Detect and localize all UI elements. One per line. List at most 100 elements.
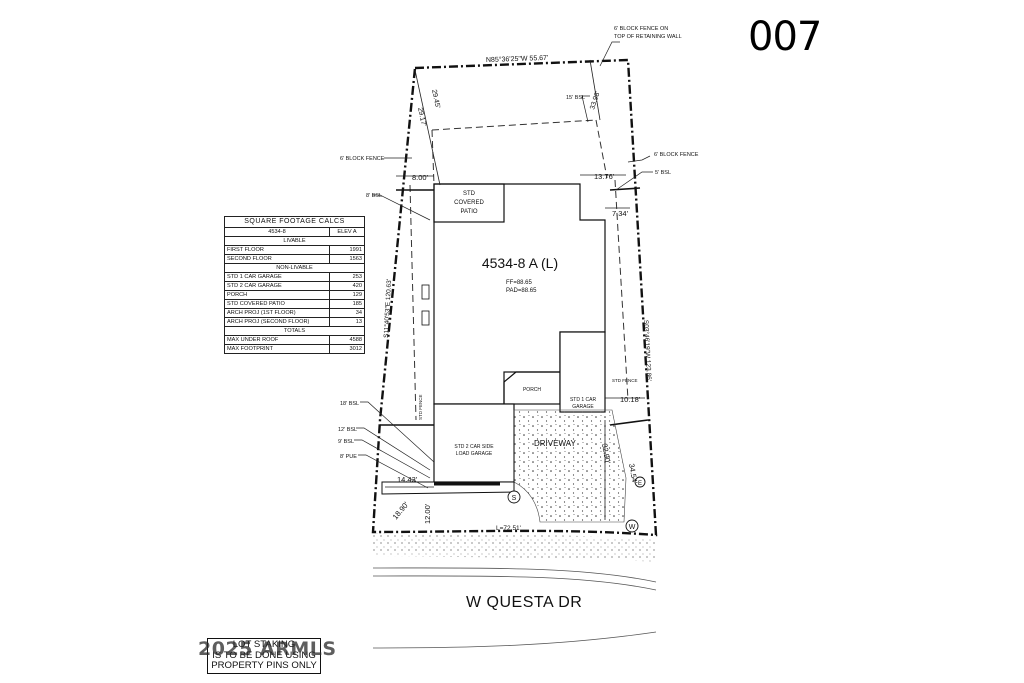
calc-row-value: 13: [329, 317, 365, 327]
calc-row-value: 1563: [329, 254, 365, 264]
calc-section-header: NON-LIVABLE: [224, 263, 365, 273]
calc-row-label: MAX UNDER ROOF: [224, 335, 330, 345]
callout-leaders: [354, 41, 653, 489]
water-marker: [625, 519, 639, 533]
calc-section-header-row: NON-LIVABLE: [224, 263, 365, 273]
room-patio-2: COVERED: [454, 200, 484, 206]
staking-note-line-3: PROPERTY PINS ONLY: [211, 660, 317, 671]
calc-row-value: 129: [329, 290, 365, 300]
calc-row: ARCH PROJ (1ST FLOOR)34: [224, 308, 365, 318]
calc-row-label: STD 1 CAR GARAGE: [224, 272, 330, 282]
curve-length-label: L=72.51': [496, 525, 521, 532]
calc-row-label: ARCH PROJ (1ST FLOOR): [224, 308, 330, 318]
watermark: 2025 ARMLS: [198, 638, 337, 660]
callout-front-bsl-9: 9' BSL: [338, 439, 354, 445]
driveway-area: [513, 409, 627, 523]
calc-plan-row: 4534-8 ELEV A: [224, 227, 365, 237]
dim-13-76: 13.76': [594, 172, 615, 181]
callout-block-fence-retaining-2: TOP OF RETAINING WALL: [614, 34, 682, 40]
calc-section-header: LIVABLE: [224, 236, 365, 246]
one-car-garage: [559, 331, 606, 413]
calc-body: SQUARE FOOTAGE CALCS 4534-8 ELEV A LIVAB…: [224, 216, 365, 354]
dim-29-17: 29.17': [416, 107, 427, 127]
plan-label: 4534-8 A (L): [482, 255, 558, 271]
block-fence-lines: [380, 187, 649, 426]
utility-markers: [507, 476, 646, 533]
calc-row-value: 1991: [329, 245, 365, 255]
calc-row-label: MAX FOOTPRINT: [224, 344, 330, 354]
calc-section-header: TOTALS: [224, 326, 365, 336]
calc-row-label: FIRST FLOOR: [224, 245, 330, 255]
street-name: W QUESTA DR: [466, 594, 583, 611]
room-porch: PORCH: [523, 387, 541, 393]
calc-row-label: STD COVERED PATIO: [224, 299, 330, 309]
property-boundary: [371, 58, 658, 537]
callout-side-bsl-right: 5' BSL: [655, 170, 671, 176]
callout-block-fence-right: 6' BLOCK FENCE: [654, 152, 699, 158]
calc-row-value: 420: [329, 281, 365, 291]
calc-section-header-row: TOTALS: [224, 326, 365, 336]
room-one-car-garage-1: STD 1 CAR: [570, 397, 597, 403]
room-patio-1: STD: [463, 191, 476, 197]
calc-row-value: 253: [329, 272, 365, 282]
dim-32-90: 32.90': [600, 443, 612, 465]
staking-note-line-2: IS TO BE DONE USING: [212, 649, 316, 661]
two-car-garage: [433, 403, 515, 483]
dim-18-90: 18.90': [391, 500, 411, 522]
dim-29-45: 29.45': [430, 89, 441, 109]
dim-12-00: 12.00': [423, 503, 432, 524]
room-patio-3: PATIO: [460, 209, 477, 215]
calc-row-label: SECOND FLOOR: [224, 254, 330, 264]
callout-std-fence-left: STD FENCE: [418, 394, 423, 420]
dimension-lines: [385, 59, 645, 520]
window-markers: [421, 284, 430, 326]
calc-elev: ELEV A: [329, 227, 365, 237]
calc-row-value: 3012: [329, 344, 365, 354]
square-footage-table: SQUARE FOOTAGE CALCS 4534-8 ELEV A LIVAB…: [224, 216, 365, 354]
calc-section-header-row: LIVABLE: [224, 236, 365, 246]
north-bearing-label: N85°36'25"W 55.67': [486, 54, 549, 64]
staking-note-line-1: LOT STAKING: [232, 639, 296, 650]
pad-elevation: PAD=88.65: [506, 288, 537, 294]
sidewalk-strip: [373, 533, 656, 562]
dim-34-54: 34.54': [627, 463, 639, 485]
calc-row-value: 4588: [329, 335, 365, 345]
callout-block-fence-left: 6' BLOCK FENCE: [340, 156, 385, 162]
room-one-car-garage-2: GARAGE: [572, 404, 594, 410]
room-driveway: DRIVEWAY: [534, 439, 576, 448]
east-bearing-label: S03°46'19"W 123.86': [642, 320, 653, 382]
dim-33-98: 33.98': [589, 91, 601, 111]
dim-7-34: 7.34': [612, 209, 629, 218]
callout-front-bsl-18: 18' BSL: [340, 401, 359, 407]
room-two-car-garage-1: STD 2 CAR SIDE: [454, 444, 494, 450]
callout-block-fence-retaining-1: 6' BLOCK FENCE ON: [614, 26, 668, 32]
dim-14-43: 14.43': [397, 475, 418, 484]
calc-row-label: STD 2 CAR GARAGE: [224, 281, 330, 291]
street-curb-lines: [372, 567, 657, 649]
calc-plan: 4534-8: [224, 227, 330, 237]
water-label: W: [629, 524, 636, 531]
calc-title: SQUARE FOOTAGE CALCS: [224, 216, 365, 228]
callout-side-bsl-left: 8' BSL: [366, 193, 382, 199]
electric-label: E: [638, 481, 642, 487]
sewer-label: S: [512, 495, 517, 502]
calc-row-label: ARCH PROJ (SECOND FLOOR): [224, 317, 330, 327]
callout-rear-bsl: 15' BSL: [566, 95, 585, 101]
room-two-car-garage-2: LOAD GARAGE: [456, 451, 493, 457]
covered-patio: [433, 183, 505, 223]
house-footprint: [433, 183, 606, 483]
calc-row: ARCH PROJ (SECOND FLOOR)13: [224, 317, 365, 327]
calc-title-row: SQUARE FOOTAGE CALCS: [224, 216, 365, 228]
dim-10-18: 10.18': [620, 395, 641, 404]
calc-row-label: PORCH: [224, 290, 330, 300]
callout-std-fence-right: STD FENCE: [612, 378, 638, 383]
electric-marker: [634, 476, 646, 488]
